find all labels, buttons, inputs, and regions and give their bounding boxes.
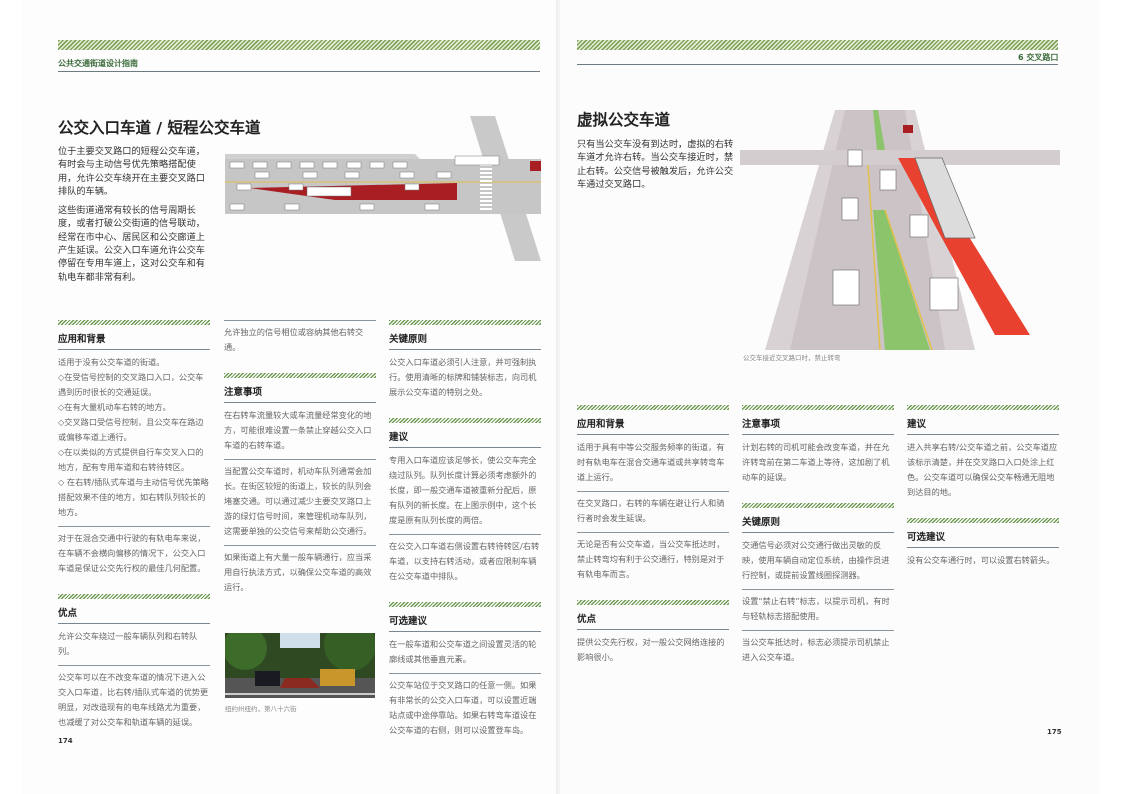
section-paragraph: 公交车可以在不改变车道的情况下进入公交入口车道，比右转/插队式车道的优势更明显，…	[58, 672, 209, 727]
content-section: 可选建议没有公交车通行时，可以设置右转箭头。	[907, 518, 1059, 574]
section-heading: 关键原则	[389, 331, 541, 350]
figure-caption: 公交车接近交叉路口时，禁止转弯	[743, 354, 841, 362]
photo-caption: 纽约州纽约，第八十六街	[225, 705, 297, 713]
section-paragraph: 允许公交车绕过一般车辆队列和右转队列。	[58, 627, 210, 666]
section-paragraph: 当配置公交车道时，机动车队列通常会加长。在街区较短的街道上，较长的队列会堵塞交通…	[224, 462, 376, 547]
section-hatch-divider	[389, 418, 541, 423]
left-column-3: 关键原则公交入口车道必须引人注意，并可强制执行。使用清晰的标牌和铺装标志，向司机…	[389, 320, 541, 756]
section-hatch-divider	[577, 600, 729, 605]
section-hatch-divider	[58, 594, 210, 599]
intro-paragraph: 这些街道通常有较长的信号周期长度，或者打破公交街道的信号联动，经常在市中心、居民…	[58, 205, 205, 283]
left-column-2: 允许独立的信号相位或容纳其他右转交通。注意事项在右转车流量较大或车流量经常变化的…	[224, 320, 376, 613]
section-paragraph: 无论是否有公交车道，当公交车抵达时，禁止转弯均有利于公交通行，特别是对于有轨电车…	[577, 539, 725, 579]
section-paragraph: 对于在混合交通中行驶的有轨电车来说，在车辆不会横向偏移的情况下，公交入口车道是保…	[58, 533, 206, 573]
content-section: 注意事项计划右转的司机可能会改变车道，并在允许转弯前在第二车道上等待，这加剧了机…	[742, 405, 894, 491]
section-hatch-divider	[389, 320, 541, 325]
content-section: 应用和背景适用于具有中等公交服务频率的街道，有时有轨电车在混合交通车道或共享转弯…	[577, 405, 729, 588]
section-heading: 应用和背景	[577, 416, 729, 435]
intro-paragraph: 位于主要交叉路口的短程公交车道，有时会与主动信号优先策略搭配使用，允许公交车绕开…	[58, 146, 205, 197]
section-hatch-divider	[224, 373, 376, 379]
section-hatch-divider	[742, 503, 894, 508]
page-number: 174	[58, 737, 73, 745]
section-heading: 可选建议	[389, 613, 541, 632]
section-paragraph: 公交入口车道必须引人注意，并可强制执行。使用清晰的标牌和铺装标志，向司机展示公交…	[389, 357, 537, 397]
section-paragraph: 在一般车道和公交车道之间设置灵活的轮廓线或其他垂直元素。	[389, 635, 541, 674]
section-hatch-divider	[907, 405, 1059, 410]
header-hatch-band	[577, 40, 1058, 50]
section-hatch-divider	[742, 405, 894, 410]
content-section: 关键原则交通信号必须对公交通行做出灵敏的反映，使用车辆自动定位系统，由操作员进行…	[742, 503, 894, 671]
content-section: 允许独立的信号相位或容纳其他右转交通。	[224, 320, 376, 361]
section-hatch-divider	[58, 320, 210, 325]
section-heading: 可选建议	[907, 529, 1059, 548]
section-rule	[224, 320, 376, 322]
section-paragraph: 在右转车流量较大或车流量经常变化的地方，可能很难设置一条禁止穿越公交入口车道的右…	[224, 406, 376, 461]
intro-text: 只有当公交车没有到达时，虚拟的右转车道才允许右转。当公交车接近时，禁止右转。公交…	[577, 138, 734, 197]
section-heading: 建议	[389, 429, 541, 448]
section-heading: 关键原则	[742, 514, 894, 533]
content-section: 关键原则公交入口车道必须引人注意，并可强制执行。使用清晰的标牌和铺装标志，向司机…	[389, 320, 541, 406]
section-paragraph: 当公交车抵达时，标志必须提示司机禁止进入公交车道。	[742, 637, 890, 662]
virtual-bus-lane-illustration	[740, 110, 1060, 350]
section-paragraph: 交通信号必须对公交通行做出灵敏的反映，使用车辆自动定位系统，由操作员进行控制，或…	[742, 536, 894, 590]
section-paragraph: 设置“禁止右转”标志，以提示司机，有时与轻轨标志搭配使用。	[742, 592, 894, 631]
section-heading: 建议	[907, 416, 1059, 435]
section-hatch-divider	[577, 405, 729, 410]
running-header: 公共交通街道设计指南	[58, 59, 138, 68]
content-section: 注意事项在右转车流量较大或车流量经常变化的地方，可能很难设置一条禁止穿越公交入口…	[224, 373, 376, 601]
intro-text: 位于主要交叉路口的短程公交车道，有时会与主动信号优先策略搭配使用，允许公交车绕开…	[58, 145, 213, 290]
section-paragraph: 没有公交车通行时，可以设置右转箭头。	[907, 555, 1055, 565]
right-column-2: 注意事项计划右转的司机可能会改变车道，并在允许转弯前在第二车道上等待，这加剧了机…	[742, 405, 894, 683]
section-hatch-divider	[907, 518, 1059, 523]
section-paragraph: 提供公交先行权，对一般公交网络连接的影响很小。	[577, 637, 725, 662]
section-paragraph: 在交叉路口，右转的车辆在避让行人和骑行者时会发生延误。	[577, 494, 729, 533]
section-heading: 应用和背景	[58, 331, 210, 350]
content-section: 可选建议在一般车道和公交车道之间设置灵活的轮廓线或其他垂直元素。公交车站位于交叉…	[389, 602, 541, 744]
section-heading: 注意事项	[742, 416, 894, 435]
section-hatch-divider	[389, 602, 541, 607]
right-column-1: 应用和背景适用于具有中等公交服务频率的街道，有时有轨电车在混合交通车道或共享转弯…	[577, 405, 729, 683]
section-paragraph: 允许独立的信号相位或容纳其他右转交通。	[224, 327, 364, 353]
running-header: 6 交叉路口	[1018, 53, 1059, 62]
header-rule	[58, 71, 540, 72]
header-rule	[577, 64, 1058, 65]
queue-jump-lane-illustration	[225, 116, 541, 261]
intro-paragraph: 只有当公交车没有到达时，虚拟的右转车道才允许右转。当公交车接近时，禁止右转。公交…	[577, 139, 734, 190]
header-hatch-band	[58, 40, 540, 50]
page-title: 公交入口车道 / 短程公交车道	[58, 119, 261, 137]
page-number: 175	[1047, 728, 1062, 736]
book-gutter	[556, 0, 562, 794]
section-paragraph: 进入共享右转/公交车道之前，公交车道应该标示清楚，并在交叉路口入口处涂上红色。公…	[907, 442, 1058, 497]
page-title: 虚拟公交车道	[577, 111, 671, 129]
section-paragraph: 如果街道上有大量一般车辆通行，应当采用自行执法方式，以确保公交车道的高效运行。	[224, 552, 372, 593]
content-section: 应用和背景适用于没有公交车道的街道。 ◇在受信号控制的交叉路口入口，公交车遇到历…	[58, 320, 210, 582]
content-section: 优点允许公交车绕过一般车辆队列和右转队列。公交车可以在不改变车道的情况下进入公交…	[58, 594, 210, 736]
content-section: 建议专用入口车道应该足够长，使公交车完全绕过队列。队列长度计算必须考虑额外的长度…	[389, 418, 541, 590]
right-column-3: 建议进入共享右转/公交车道之前，公交车道应该标示清楚，并在交叉路口入口处涂上红色…	[907, 405, 1059, 586]
section-heading: 注意事项	[224, 384, 376, 404]
left-column-1: 应用和背景适用于没有公交车道的街道。 ◇在受信号控制的交叉路口入口，公交车遇到历…	[58, 320, 210, 748]
section-paragraph: 计划右转的司机可能会改变车道，并在允许转弯前在第二车道上等待，这加剧了机动车的延…	[742, 442, 890, 482]
content-section: 建议进入共享右转/公交车道之前，公交车道应该标示清楚，并在交叉路口入口处涂上红色…	[907, 405, 1059, 506]
street-photo	[225, 633, 375, 698]
section-paragraph: 适用于没有公交车道的街道。 ◇在受信号控制的交叉路口入口，公交车遇到历时很长的交…	[58, 353, 210, 527]
section-heading: 优点	[58, 605, 210, 624]
section-heading: 优点	[577, 611, 729, 630]
section-paragraph: 在公交入口车道右侧设置右转待转区/右转车道，以支持右转活动，或者应限制车辆在公交…	[389, 541, 540, 581]
section-paragraph: 公交车站位于交叉路口的任意一侧。如果有非常长的公交入口车道，可以设置近端站点或中…	[389, 680, 537, 735]
section-paragraph: 适用于具有中等公交服务频率的街道，有时有轨电车在混合交通车道或共享转弯车道上运行…	[577, 438, 729, 492]
section-paragraph: 专用入口车道应该足够长，使公交车完全绕过队列。队列长度计算必须考虑额外的长度，即…	[389, 451, 541, 535]
content-section: 优点提供公交先行权，对一般公交网络连接的影响很小。	[577, 600, 729, 671]
